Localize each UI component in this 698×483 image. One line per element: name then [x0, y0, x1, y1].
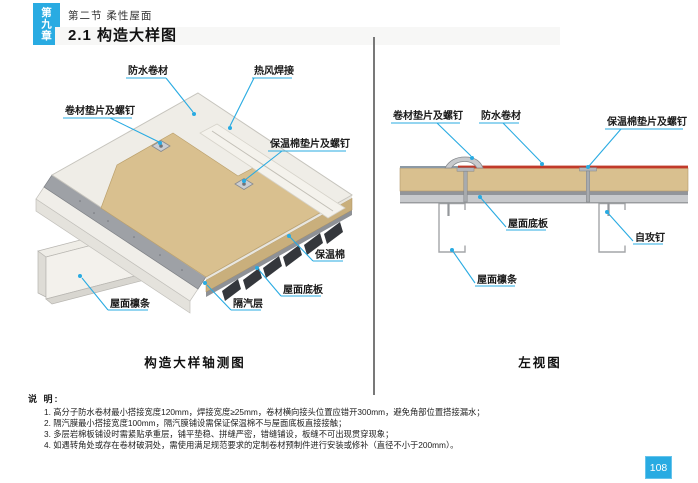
callout-hot-air-welding: 热风焊接 — [228, 64, 294, 130]
axonometric-figure: 防水卷材 热风焊接 卷材垫片及螺钉 保温棉垫片及螺钉 保温棉 屋面底板 — [35, 64, 353, 314]
insulation-washer-shape — [234, 178, 254, 190]
callout-vapor-barrier: 隔汽层 — [203, 281, 263, 311]
callout-membrane-washer: 卷材垫片及螺钉 — [63, 104, 162, 145]
svg-text:保温棉垫片及螺钉: 保温棉垫片及螺钉 — [269, 137, 350, 150]
insulation-face-shape — [100, 132, 324, 278]
title-band — [55, 27, 560, 45]
note-item: 2. 隔汽膜最小搭接宽度100mm，隔汽膜铺设需保证保温棉不与屋面底板直接接触； — [44, 418, 347, 428]
svg-text:自攻钉: 自攻钉 — [635, 231, 665, 244]
callout-insulation-washer: 保温棉垫片及螺钉 — [586, 115, 687, 169]
callout-roof-purlin: 屋面檩条 — [78, 274, 151, 311]
callout-waterproof-membrane: 防水卷材 — [479, 109, 544, 166]
callout-roof-deck: 屋面底板 — [478, 195, 549, 231]
svg-text:卷材垫片及螺钉: 卷材垫片及螺钉 — [64, 104, 135, 117]
layer-stack-shape — [399, 165, 689, 204]
svg-text:防水卷材: 防水卷材 — [481, 109, 521, 122]
purlin-section-shape — [438, 202, 626, 253]
svg-text:屋面檩条: 屋面檩条 — [477, 273, 518, 286]
svg-text:屋面檩条: 屋面檩条 — [110, 297, 151, 310]
callout-insulation-washer: 保温棉垫片及螺钉 — [242, 137, 350, 183]
chapter-badge: 第九章 — [33, 3, 60, 45]
callout-waterproof-membrane: 防水卷材 — [126, 64, 196, 116]
callout-membrane-washer: 卷材垫片及螺钉 — [391, 109, 474, 160]
svg-text:隔汽层: 隔汽层 — [233, 297, 263, 310]
side-view-figure: 卷材垫片及螺钉 防水卷材 保温棉垫片及螺钉 屋面底板 自攻钉 屋面檩条 — [391, 109, 689, 287]
notes-section: 说 明: 1. 高分子防水卷材最小搭接宽度120mm，焊接宽度≥25mm，卷材横… — [28, 392, 678, 451]
deck-ribs-shape — [222, 222, 343, 301]
svg-text:热风焊接: 热风焊接 — [254, 64, 294, 77]
callout-roof-purlin: 屋面檩条 — [450, 248, 518, 287]
svg-text:卷材垫片及螺钉: 卷材垫片及螺钉 — [392, 109, 463, 122]
page-title: 2.1 构造大样图 — [68, 27, 178, 44]
slab-edge-shape — [205, 195, 353, 297]
svg-text:防水卷材: 防水卷材 — [128, 64, 168, 77]
section-label: 第二节 柔性屋面 — [68, 10, 153, 22]
note-item: 4. 如遇转角处或存在卷材破洞处，需使用满足规范要求的定制卷材预制件进行安装或修… — [44, 440, 459, 450]
callout-roof-deck: 屋面底板 — [255, 266, 324, 297]
callout-self-tapping-screw: 自攻钉 — [605, 210, 665, 245]
page-number-badge: 108 — [645, 456, 672, 479]
notes-title: 说 明: — [28, 394, 60, 404]
callout-insulation: 保温棉 — [287, 234, 345, 262]
membrane-washer-section-shape — [444, 156, 484, 203]
svg-text:保温棉垫片及螺钉: 保温棉垫片及螺钉 — [606, 115, 687, 128]
svg-text:保温棉: 保温棉 — [314, 248, 345, 261]
svg-text:屋面底板: 屋面底板 — [283, 283, 324, 296]
membrane-lap-shape — [199, 123, 346, 219]
note-item: 3. 多层岩棉板铺设时需紧贴承重层，铺平垫稳、拼缝严密，错缝铺设，板缝不可出现贯… — [44, 429, 394, 439]
side-view-caption: 左视图 — [518, 356, 562, 370]
membrane-washer-shape — [151, 140, 171, 152]
vertical-divider — [373, 37, 375, 395]
svg-text:屋面底板: 屋面底板 — [508, 217, 549, 230]
axonometric-caption: 构造大样轴测图 — [144, 356, 246, 370]
note-item: 1. 高分子防水卷材最小搭接宽度120mm，焊接宽度≥25mm，卷材横向接头位置… — [44, 407, 485, 417]
